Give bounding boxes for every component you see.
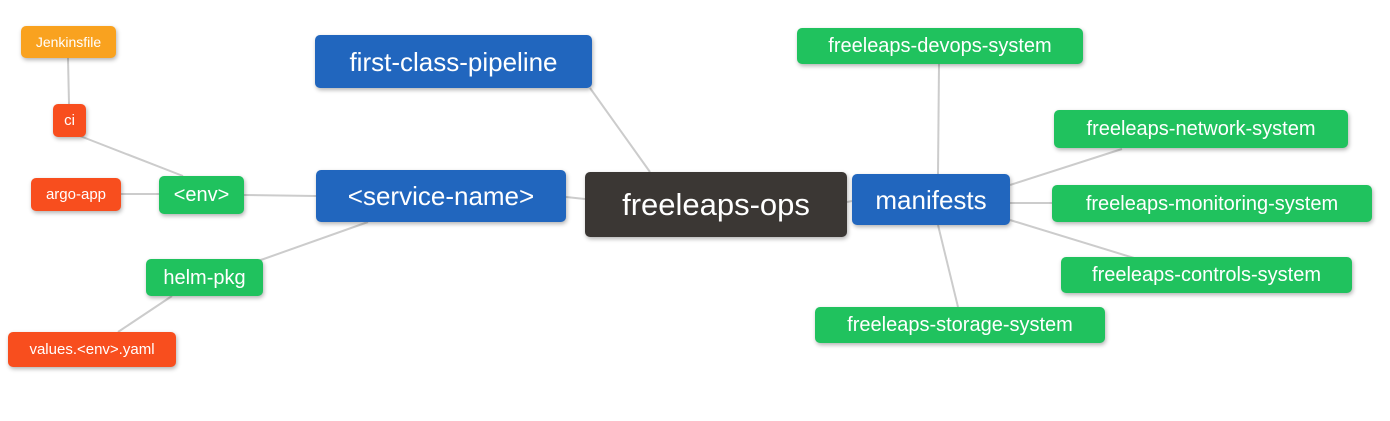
node-env[interactable]: <env> (159, 176, 244, 214)
edge-helm-pkg-values-yaml (117, 295, 173, 333)
node-helm-pkg[interactable]: helm-pkg (146, 259, 263, 296)
edge-manifests-devops (937, 63, 940, 175)
node-service-name[interactable]: <service-name> (316, 170, 566, 222)
edge-env-service-name (243, 194, 317, 197)
edge-helm-pkg-service-name (257, 221, 369, 262)
node-ci[interactable]: ci (53, 104, 86, 137)
node-argo-app[interactable]: argo-app (31, 178, 121, 211)
node-jenkinsfile[interactable]: Jenkinsfile (21, 26, 116, 58)
edge-ci-env (79, 135, 184, 177)
node-values-env-yaml[interactable]: values.<env>.yaml (8, 332, 176, 367)
edge-jenkinsfile-ci (67, 57, 70, 105)
node-storage-system[interactable]: freeleaps-storage-system (815, 307, 1105, 343)
node-freeleaps-ops[interactable]: freeleaps-ops (585, 172, 847, 237)
node-controls-system[interactable]: freeleaps-controls-system (1061, 257, 1352, 293)
node-devops-system[interactable]: freeleaps-devops-system (797, 28, 1083, 64)
edge-manifests-network (1009, 148, 1123, 186)
node-first-class-pipeline[interactable]: first-class-pipeline (315, 35, 592, 88)
node-monitoring-system[interactable]: freeleaps-monitoring-system (1052, 185, 1372, 222)
node-manifests[interactable]: manifests (852, 174, 1010, 225)
edge-service-freeleaps-ops (565, 196, 586, 200)
edge-pipeline-freeleaps-ops (589, 87, 651, 173)
edge-freeleaps-ops-manifests (846, 200, 853, 203)
edge-manifests-storage (937, 224, 959, 308)
node-network-system[interactable]: freeleaps-network-system (1054, 110, 1348, 148)
edge-manifests-controls (1009, 219, 1135, 259)
